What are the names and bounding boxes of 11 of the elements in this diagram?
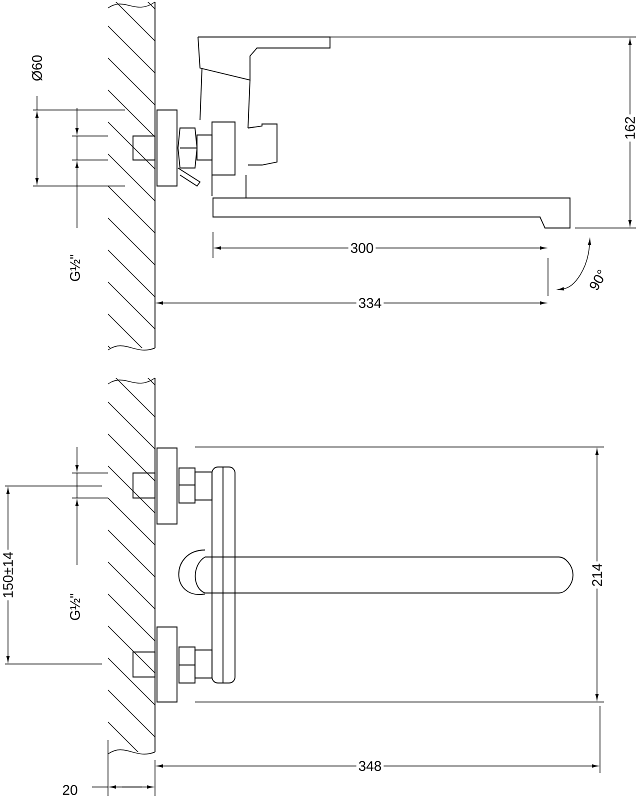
dimension-label: 334 (356, 296, 384, 310)
dimension-label: 162 (623, 114, 637, 142)
dimension-label: 150±14 (1, 550, 15, 600)
dimension-label: G½" (68, 252, 82, 284)
dimension-label: 348 (356, 759, 384, 773)
dimension-label: 300 (348, 241, 376, 255)
dimension-label: 20 (60, 783, 80, 797)
dimension-label: Ø60 (30, 52, 44, 84)
dimension-label: 90° (586, 266, 610, 294)
dimension-label: 214 (590, 561, 604, 589)
dimension-label: G½" (68, 591, 82, 623)
